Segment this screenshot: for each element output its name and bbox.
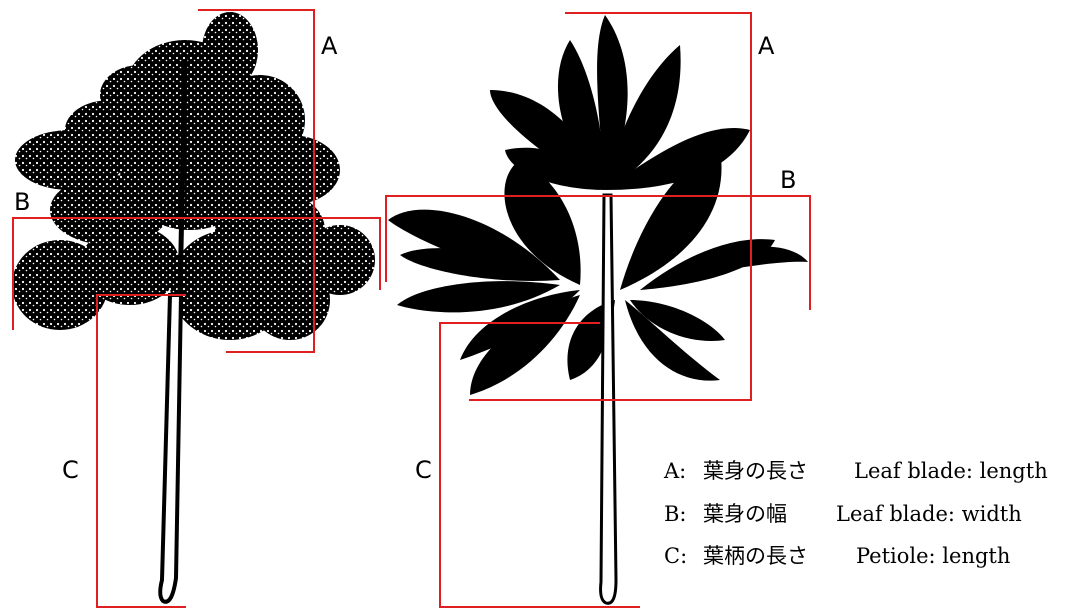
left-label-a: A <box>321 32 338 60</box>
right-leaf-silhouette <box>388 15 808 395</box>
legend-en-c: Petiole: length <box>856 544 1010 568</box>
legend-jp-c: 葉柄の長さ <box>703 544 808 568</box>
legend-item-a: A: 葉身の長さ Leaf blade: length <box>663 459 1048 483</box>
legend-key-b: B: <box>664 502 687 526</box>
legend-key-c: C: <box>664 544 687 568</box>
legend-item-c: C: 葉柄の長さ Petiole: length <box>664 544 1010 568</box>
left-label-c: C <box>62 456 79 484</box>
left-leaf-silhouette <box>12 12 375 602</box>
right-label-c: C <box>415 456 432 484</box>
legend: A: 葉身の長さ Leaf blade: length B: 葉身の幅 Leaf… <box>663 459 1048 568</box>
legend-en-a: Leaf blade: length <box>854 459 1048 483</box>
legend-item-b: B: 葉身の幅 Leaf blade: width <box>664 502 1022 526</box>
left-label-b: B <box>14 188 30 216</box>
right-label-b: B <box>780 166 796 194</box>
legend-jp-a: 葉身の長さ <box>703 459 808 483</box>
legend-key-a: A: <box>663 459 686 483</box>
legend-jp-b: 葉身の幅 <box>703 502 787 526</box>
right-label-a: A <box>758 32 775 60</box>
legend-en-b: Leaf blade: width <box>836 502 1022 526</box>
